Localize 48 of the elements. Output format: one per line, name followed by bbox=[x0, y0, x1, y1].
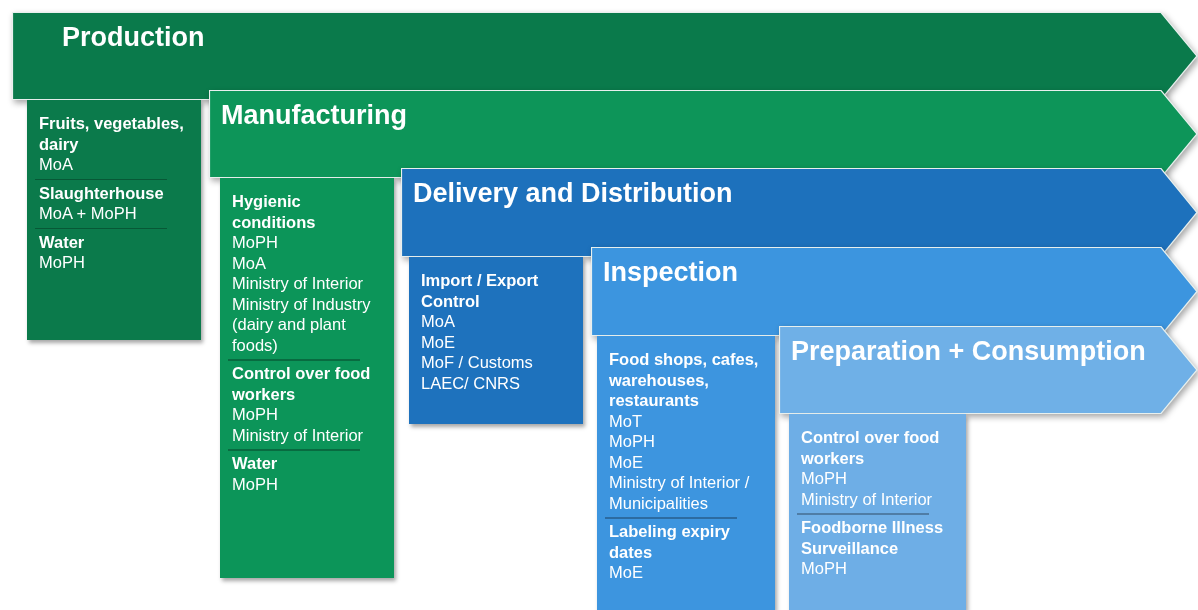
stage-banner bbox=[12, 12, 1198, 100]
stage-banner bbox=[401, 168, 1198, 257]
agency-name: MoPH bbox=[232, 232, 279, 253]
agency-name: MoE bbox=[421, 331, 456, 352]
agency-name: MoF / Customs bbox=[421, 352, 534, 373]
agency-name: MoT bbox=[609, 410, 643, 431]
topic-heading: Hygienic conditions bbox=[232, 191, 317, 232]
stage-title: Delivery and Distribution bbox=[413, 178, 733, 209]
topic-heading: Food shops, cafes, warehouses, restaurants bbox=[609, 349, 760, 411]
agency-name: MoPH bbox=[801, 558, 848, 579]
stage-banner bbox=[591, 247, 1198, 336]
agency-name: Ministry of Interior / Municipalities bbox=[609, 472, 751, 513]
agency-name: Ministry of Interior bbox=[232, 424, 365, 445]
agency-panel bbox=[789, 414, 966, 610]
stage-title: Manufacturing bbox=[221, 100, 407, 131]
topic-heading: Control over food workers bbox=[232, 363, 372, 404]
agency-name: MoA bbox=[39, 154, 74, 175]
topic-heading: Control over food workers bbox=[801, 427, 941, 468]
agency-name: MoA + MoPH bbox=[39, 203, 138, 224]
agency-name: MoE bbox=[609, 562, 644, 583]
topic-heading: Water bbox=[232, 453, 279, 474]
topic-heading: Fruits, vegetables, dairy bbox=[39, 113, 185, 154]
agency-name: MoPH bbox=[232, 473, 279, 494]
stage-title: Inspection bbox=[603, 257, 738, 288]
agency-panel bbox=[597, 336, 775, 610]
topic-heading: Labeling expiry dates bbox=[609, 521, 732, 562]
topic-heading: Import / Export Control bbox=[421, 270, 540, 311]
stage-banner bbox=[779, 326, 1198, 414]
agency-name: Ministry of Interior bbox=[801, 488, 934, 509]
agency-panel bbox=[220, 178, 394, 578]
agency-name: LAEC/ CNRS bbox=[421, 372, 522, 393]
agency-panel bbox=[409, 257, 583, 424]
topic-heading: Foodborne Illness Surveillance bbox=[801, 517, 945, 558]
topic-heading: Slaughterhouse bbox=[39, 182, 165, 203]
agency-name: MoA bbox=[232, 252, 267, 273]
agency-name: Ministry of Industry (dairy and plant foods) bbox=[232, 293, 372, 355]
agency-name: Ministry of Interior bbox=[232, 273, 365, 294]
stage-title: Preparation + Consumption bbox=[791, 336, 1146, 367]
topic-heading: Water bbox=[39, 231, 86, 252]
agency-panel bbox=[27, 100, 201, 340]
stage-banner bbox=[209, 90, 1198, 178]
agency-name: MoPH bbox=[232, 404, 279, 425]
agency-name: MoPH bbox=[801, 468, 848, 489]
agency-name: MoPH bbox=[609, 431, 656, 452]
agency-name: MoPH bbox=[39, 252, 86, 273]
agency-name: MoE bbox=[609, 451, 644, 472]
stage-title: Production bbox=[62, 22, 205, 53]
agency-name: MoA bbox=[421, 311, 456, 332]
